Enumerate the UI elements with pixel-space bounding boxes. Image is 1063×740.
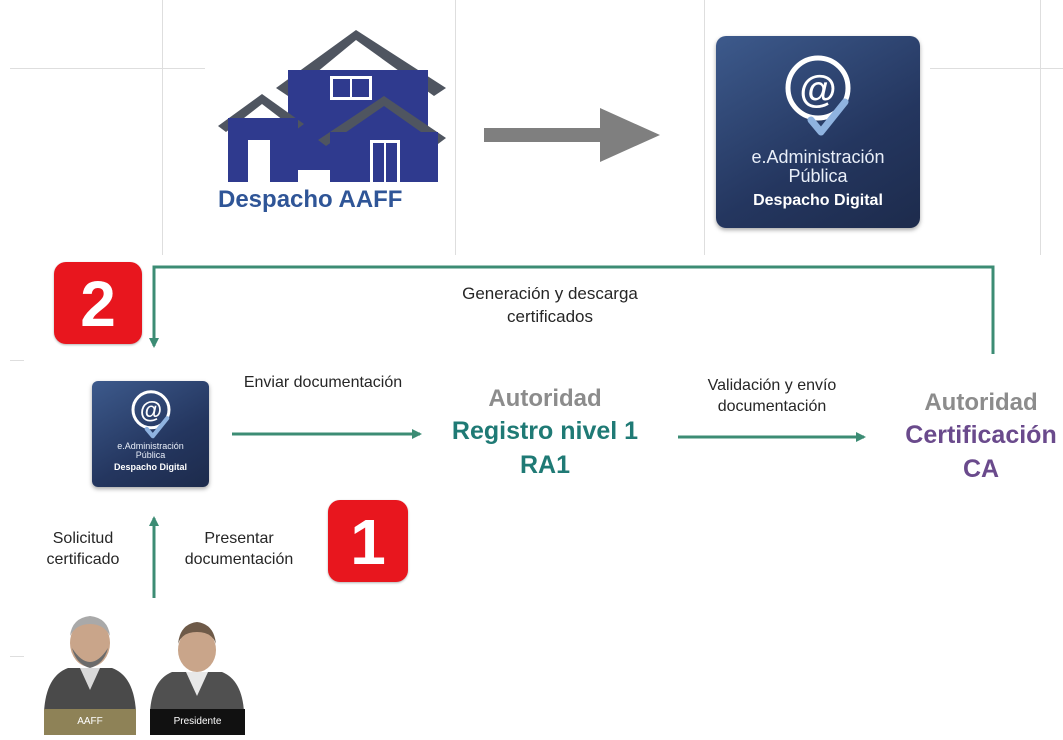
house-label: Despacho AAFF [218, 186, 403, 213]
presidente-tag: Presidente [150, 709, 245, 735]
ca-short: CA [962, 455, 1000, 483]
step-1-badge: 1 [328, 500, 408, 582]
logo-small-line-3: Despacho Digital [113, 461, 187, 472]
house-icon [218, 30, 446, 182]
ra-head: Autoridad [488, 385, 602, 412]
bald-man-avatar-icon [44, 616, 136, 712]
grid-line-v-4 [1040, 0, 1041, 255]
step-2-badge: 2 [54, 262, 142, 344]
logo-line-3: Despacho Digital [753, 191, 883, 209]
grid-line-v-1 [162, 0, 163, 255]
ra-short: RA1 [519, 451, 570, 479]
ca-name: Certificación [905, 421, 1057, 449]
grid-line-v-3 [704, 0, 705, 255]
grid-line-tick-2 [10, 656, 24, 657]
ra-block: Autoridad Registro nivel 1 RA1 [430, 384, 660, 482]
logo-line-2: Pública [788, 165, 848, 186]
ca-block: Autoridad Certificación CA [888, 388, 1063, 486]
at-sign-check-icon: @ [785, 55, 851, 136]
grid-line-tick-1 [10, 360, 24, 361]
aaff-tag: AAFF [44, 709, 136, 735]
presentar-documentacion-label: Presentar documentación [184, 530, 294, 568]
eadmin-logo-small: @ e.Administración Pública Despacho Digi… [92, 381, 209, 487]
svg-text:@: @ [799, 69, 836, 111]
ra-name: Registro nivel 1 [451, 417, 639, 445]
grid-line-h-top-right [930, 68, 1063, 69]
grid-line-v-2 [455, 0, 456, 255]
logo-line-1: e.Administración [751, 147, 885, 167]
grid-line-h-top [10, 68, 205, 69]
feedback-arrow [149, 265, 995, 354]
validacion-envio-label: Validación y envío documentación [707, 377, 837, 415]
svg-text:@: @ [140, 397, 162, 423]
eadmin-logo-large: @ e.Administración Pública Despacho Digi… [716, 36, 920, 228]
logo-small-line-1: e.Administración [117, 441, 184, 451]
man-avatar-icon [150, 622, 244, 712]
ca-head: Autoridad [924, 389, 1038, 416]
generacion-descarga-label: Generación y descarga certificados [462, 284, 638, 326]
logo-small-line-2: Pública [135, 450, 166, 461]
at-sign-check-icon: @ [131, 390, 171, 439]
enviar-documentacion-label: Enviar documentación [243, 374, 403, 391]
right-arrow-icon [484, 108, 660, 162]
solicitud-certificado-label: Solicitud certificado [46, 530, 120, 568]
